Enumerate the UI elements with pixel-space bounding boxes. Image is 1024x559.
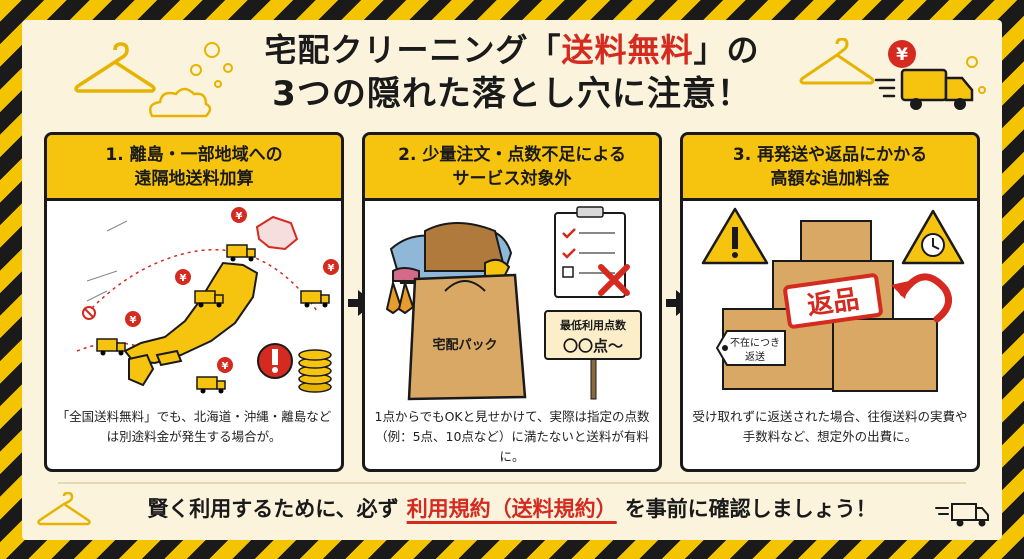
arrow-shaft <box>348 299 360 307</box>
return-arrow-icon <box>899 273 953 323</box>
title-prefix: 宅配クリーニング「 <box>264 31 562 69</box>
card-1-heading-line2: 遠隔地送料加算 <box>134 168 254 189</box>
yen-icon: ¥ <box>231 207 247 223</box>
hanger-icon-footer <box>37 492 91 526</box>
truck-icon <box>194 290 224 308</box>
card-1-description: 「全国送料無料」でも、北海道・沖縄・離島などは別途料金が発生する場合が。 <box>56 409 332 444</box>
hanger-icon <box>74 42 156 93</box>
return-stamp: 返品 <box>783 273 883 329</box>
svg-text:¥: ¥ <box>222 361 229 372</box>
card-2-description: 1点からでもOKと見せかけて、実際は指定の点数（例：5点、10点など）に満たない… <box>374 409 650 464</box>
hanger-icon-right <box>799 38 875 85</box>
truck-icon <box>196 376 226 394</box>
card-3-heading-line2: 高額な追加料金 <box>770 168 890 189</box>
card-1-heading-line1: 1. 離島・一部地域への <box>105 144 283 165</box>
tag-line1: 不在につき <box>730 337 780 349</box>
svg-text:¥: ¥ <box>328 263 335 274</box>
stamp-text: 返品 <box>805 285 861 322</box>
card-1-heading: 1. 離島・一部地域への 遠隔地送料加算 <box>47 135 341 201</box>
footer-highlight: 利用規約（送料規約） <box>406 497 617 521</box>
card-3-heading: 3. 再発送や返品にかかる 高額な追加料金 <box>683 135 977 201</box>
infographic-canvas: 宅配クリーニング「送料無料」の 3つの隠れた落とし穴に注意！ ¥ 1. 離島・一… <box>22 20 1002 540</box>
svg-text:¥: ¥ <box>236 211 243 222</box>
truck-icon-footer <box>935 503 989 527</box>
card-2-heading-line1: 2. 少量注文・点数不足による <box>398 144 626 165</box>
card-remote-area-fee: 1. 離島・一部地域への 遠隔地送料加算 ¥ ¥ <box>44 132 344 472</box>
svg-text:¥: ¥ <box>180 273 187 284</box>
sign-line2: 〇〇点〜 <box>563 337 623 355</box>
title-line-2: 3つの隠れた落とし穴に注意！ <box>272 74 752 114</box>
clock-warning-icon <box>901 209 965 265</box>
card-2-heading-line2: サービス対象外 <box>452 168 572 189</box>
delivery-truck-yen-icon: ¥ <box>874 40 974 110</box>
card-minimum-order: 2. 少量注文・点数不足による サービス対象外 宅配パック <box>362 132 662 472</box>
yen-badge-text: ¥ <box>896 45 908 65</box>
footer-message: 賢く利用するために、必ず 利用規約（送料規約） を事前に確認しましょう！ <box>82 486 942 530</box>
card-3-heading-line1: 3. 再発送や返品にかかる <box>732 144 928 165</box>
sparkle-bubbles-icon <box>966 56 986 94</box>
yen-icon: ¥ <box>217 357 233 373</box>
sign-line1: 最低利用点数 <box>560 318 627 332</box>
delivery-tag: 不在につき 返送 <box>715 330 786 366</box>
truck-icon <box>226 244 256 262</box>
svg-text:¥: ¥ <box>130 315 137 326</box>
yen-icon: ¥ <box>323 259 339 275</box>
coin-stack-icon <box>298 349 332 393</box>
truck-icon <box>96 338 126 356</box>
card-2-heading: 2. 少量注文・点数不足による サービス対象外 <box>365 135 659 201</box>
minimum-points-sign: 最低利用点数 〇〇点〜 <box>544 310 642 400</box>
title-area: 宅配クリーニング「送料無料」の 3つの隠れた落とし穴に注意！ <box>22 28 1002 116</box>
laundry-bag-illustration: 宅配パック 最低利用点数 〇〇点〜 <box>385 206 642 401</box>
yen-icon: ¥ <box>175 269 191 285</box>
cross-mark-icon <box>598 264 630 296</box>
bag-label: 宅配パック <box>432 337 497 353</box>
yen-icon: ¥ <box>125 311 141 327</box>
returned-boxes-illustration: 返品 不在につき 返送 <box>701 207 965 392</box>
title-line-1: 宅配クリーニング「送料無料」の <box>22 28 1002 72</box>
card-3-description: 受け取れずに返送された場合、往復送料の実費や手数料など、想定外の出費に。 <box>692 409 968 444</box>
footer-divider <box>58 482 966 484</box>
soap-bubbles-icon <box>149 42 233 118</box>
title-suffix: 」の <box>693 31 760 69</box>
tag-line2: 返送 <box>745 350 765 363</box>
truck-icon <box>300 290 330 308</box>
card-return-fee: 3. 再発送や返品にかかる 高額な追加料金 <box>680 132 980 472</box>
warning-triangle-icon <box>701 207 769 265</box>
title-highlight: 送料無料 <box>561 31 694 69</box>
warning-exclamation-icon <box>257 343 293 379</box>
japan-map-illustration: ¥ ¥ ¥ ¥ ¥ <box>76 207 339 394</box>
arrow-shaft <box>666 299 678 307</box>
footer-prefix: 賢く利用するために、必ず <box>147 497 399 521</box>
footer-suffix: を事前に確認しましょう！ <box>624 497 877 521</box>
